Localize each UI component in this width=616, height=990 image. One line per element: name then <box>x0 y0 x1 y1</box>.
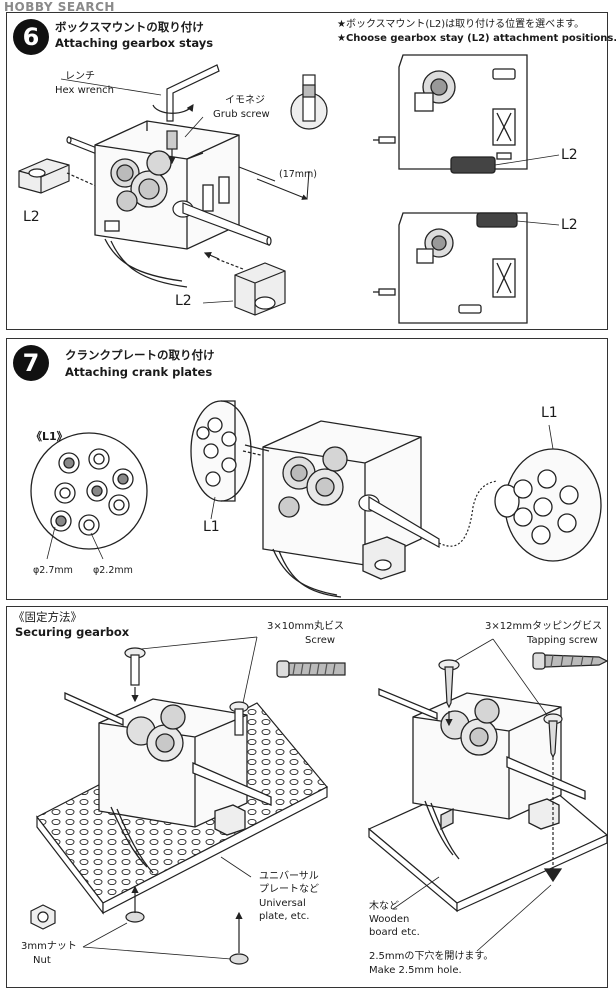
step-7-diagram <box>30 400 602 598</box>
securing-diagram <box>30 636 609 965</box>
step-title-en: Attaching gearbox stays <box>55 36 214 50</box>
part-label-l1-right: L1 <box>541 405 558 421</box>
gearbox-body-step7 <box>244 420 422 598</box>
screw-label-en: Screw <box>305 635 336 646</box>
output-shaft-right <box>172 200 272 246</box>
section-title-en: Securing gearbox <box>15 625 130 639</box>
wrench-label-jp: レンチ <box>65 71 95 82</box>
gearbox-stay-left-illustration <box>18 158 108 194</box>
crank-plate-left <box>190 400 270 502</box>
nut-label-jp: 3mmナット <box>21 941 77 952</box>
nut-illustration <box>30 885 249 965</box>
hole-label-en: Make 2.5mm hole. <box>369 965 462 976</box>
output-shaft-step7 <box>358 480 498 549</box>
board-label-en-1: Wooden <box>369 914 410 925</box>
screw-label-jp: 3×10mm丸ビス <box>267 621 344 632</box>
wrench-label-en: Hex wrench <box>55 85 114 96</box>
grub-screw-detail <box>290 74 328 130</box>
note-en: ★Choose gearbox stay (L2) attachment pos… <box>337 33 616 44</box>
detail-label: 《L1》 <box>31 430 68 443</box>
step-6-diagram <box>18 54 560 324</box>
step-7-panel: 7 クランクプレートの取り付け Attaching crank plates 《… <box>6 338 608 600</box>
dimension-label: (17mm) <box>279 169 318 180</box>
hex-wrench-illustration <box>152 64 220 165</box>
board-label-jp: 木など <box>369 901 399 912</box>
note-jp: ★ボックスマウント(L2)は取り付ける位置を選べます。 <box>337 19 585 30</box>
gearbox-side-view-top <box>373 54 528 174</box>
plate-label-en-1: Universal <box>259 898 306 909</box>
tapping-screw-side-view <box>532 652 609 670</box>
plate-label-jp-1: ユニバーサル <box>259 871 319 882</box>
screw-side-view <box>276 660 346 678</box>
crank-plate-detail <box>30 432 148 560</box>
tapping-screw-left-illustration <box>438 659 460 727</box>
step-number: 6 <box>13 19 49 55</box>
hole-large-label: φ2.7mm <box>33 565 73 576</box>
dimension-line <box>238 166 310 200</box>
gearbox-body-step8 <box>64 691 272 874</box>
tapping-screw-label-jp: 3×12mmタッピングビス <box>485 621 602 632</box>
part-label-l1-left: L1 <box>203 519 220 535</box>
section-title-jp: 《固定方法》 <box>13 610 82 624</box>
nut-label-en: Nut <box>33 955 51 966</box>
board-label-en-2: board etc. <box>369 927 420 938</box>
securing-gearbox-panel: 《固定方法》 Securing gearbox 3×10mm丸ビス Screw … <box>6 606 609 988</box>
part-label-l2-left: L2 <box>23 209 40 225</box>
grub-screw-label-en: Grub screw <box>213 109 270 120</box>
step-6-panel: 6 ボックスマウントの取り付け Attaching gearbox stays … <box>6 12 616 330</box>
grub-screw-label-jp: イモネジ <box>225 95 265 106</box>
plate-label-en-2: plate, etc. <box>259 911 310 922</box>
step-number: 7 <box>13 345 49 381</box>
gearbox-stay-bottom-illustration <box>203 252 286 316</box>
gearbox-side-view-bottom <box>373 212 528 324</box>
plate-label-jp-2: プレートなど <box>259 884 319 895</box>
step-title-en: Attaching crank plates <box>65 365 213 379</box>
crank-plate-right <box>494 448 602 562</box>
step-title-jp: ボックスマウントの取り付け <box>55 20 204 34</box>
tapping-screw-label-en: Tapping screw <box>527 635 598 646</box>
screw-left-illustration <box>124 647 146 703</box>
step-title-jp: クランクプレートの取り付け <box>65 348 215 362</box>
part-label-l2-bottom-right: L2 <box>561 217 578 233</box>
part-label-l2-bottom: L2 <box>175 293 192 309</box>
hole-label-jp: 2.5mmの下穴を開けます。 <box>369 951 494 962</box>
screw-right-illustration <box>229 701 249 736</box>
part-label-l2-top-right: L2 <box>561 147 578 163</box>
tapping-screw-right-illustration <box>543 713 563 883</box>
hole-small-label: φ2.2mm <box>93 565 133 576</box>
watermark: HOBBY SEARCH <box>4 0 115 14</box>
